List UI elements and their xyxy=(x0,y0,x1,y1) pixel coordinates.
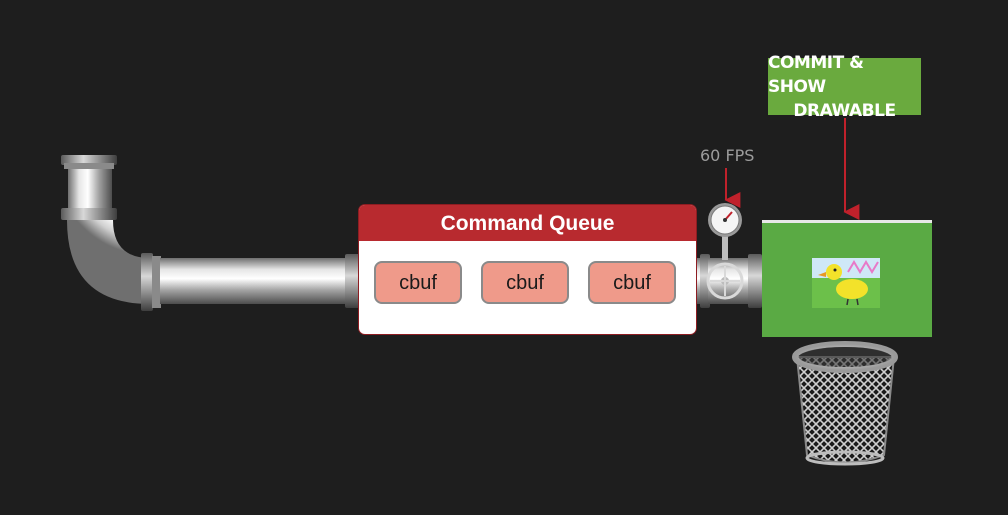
commit-label-line1: COMMIT & SHOW xyxy=(768,52,864,97)
command-queue-title: Command Queue xyxy=(359,205,696,241)
fps-label: 60 FPS xyxy=(700,146,755,165)
command-queue: Command Queue cbuf cbuf cbuf xyxy=(359,205,696,334)
pipe-elbow-icon xyxy=(61,155,161,311)
pressure-gauge-icon xyxy=(708,203,742,260)
drawable-window xyxy=(762,220,932,337)
commit-label-line2: DRAWABLE xyxy=(793,100,896,121)
command-buffer: cbuf xyxy=(481,261,569,304)
command-buffer: cbuf xyxy=(374,261,462,304)
main-pipe xyxy=(160,254,762,308)
valve-wheel-icon xyxy=(706,262,744,300)
commit-show-drawable-label: COMMIT & SHOW DRAWABLE xyxy=(768,53,921,121)
duck-image-icon xyxy=(812,258,880,308)
trash-can-icon xyxy=(792,341,898,466)
command-buffer: cbuf xyxy=(588,261,676,304)
